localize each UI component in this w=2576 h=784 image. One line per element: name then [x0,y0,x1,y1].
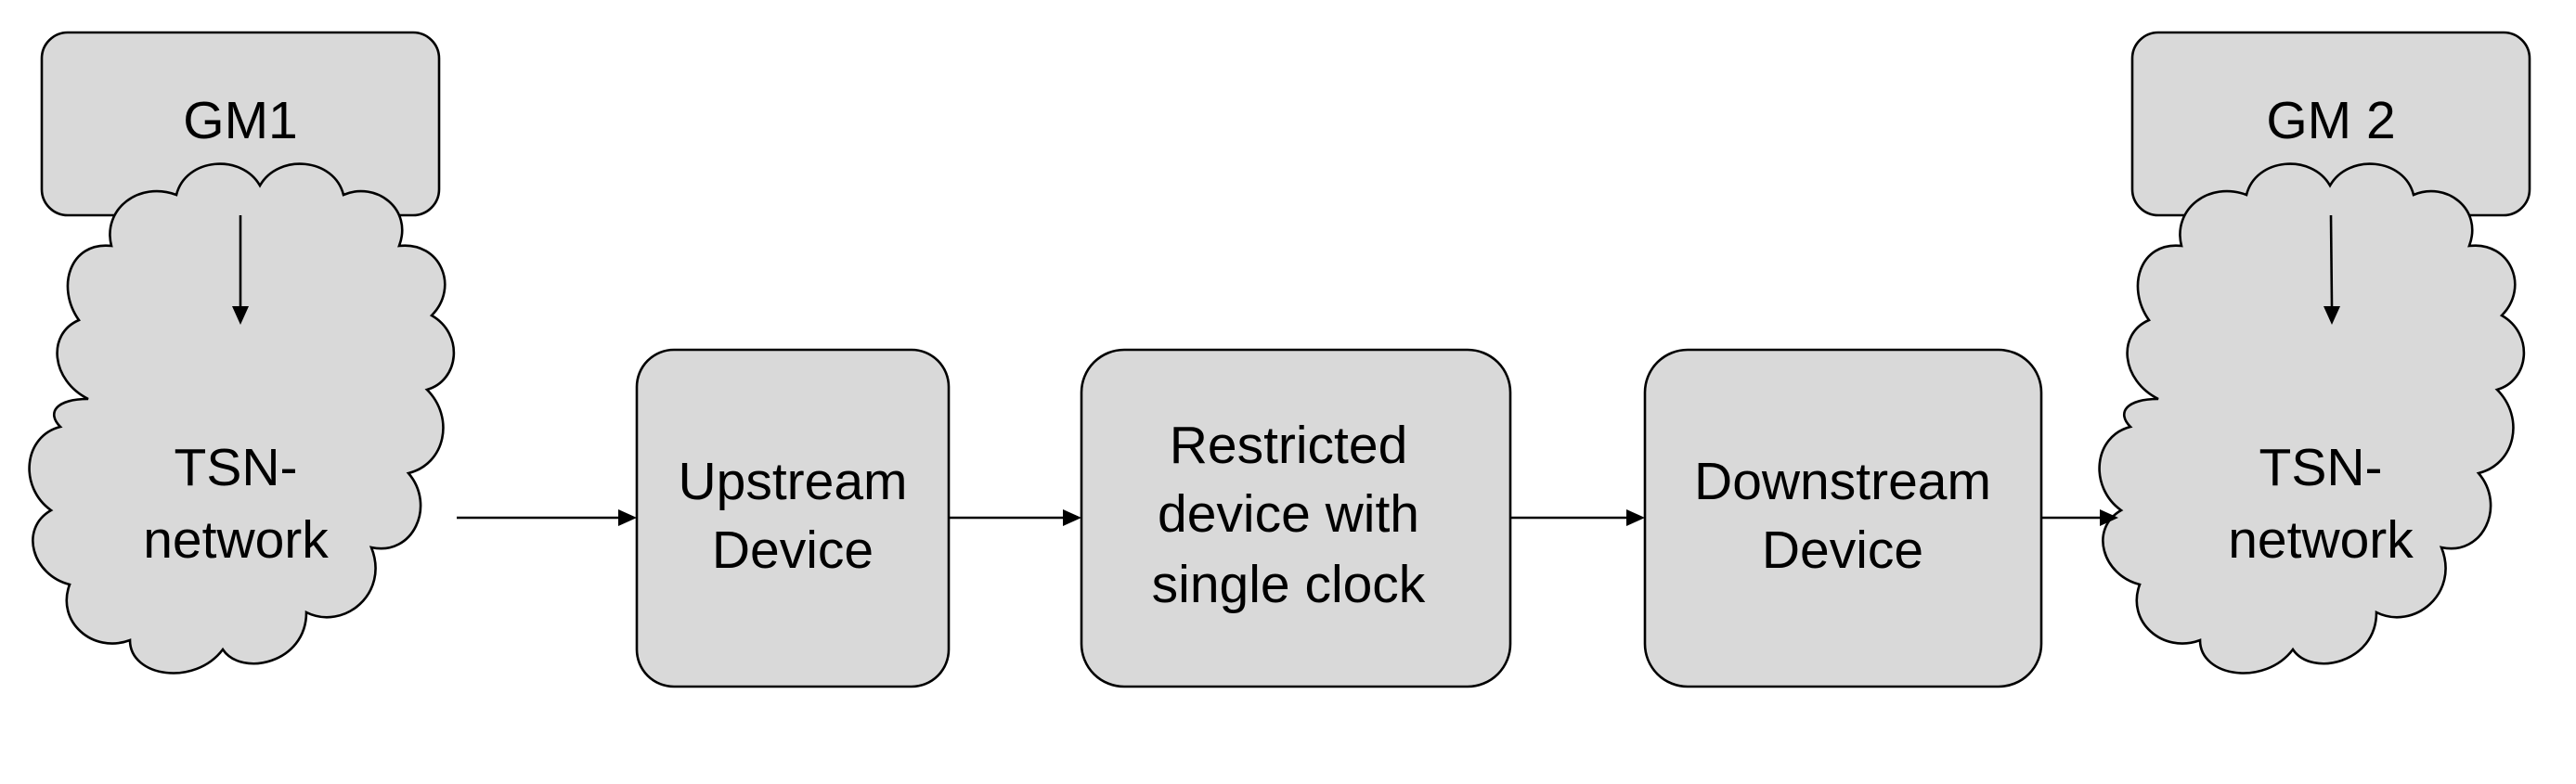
tsn-right-line-1: TSN- [2259,438,2383,497]
upstream-line-2: Device [712,521,874,580]
gm2-label: GM 2 [2266,91,2395,150]
arrow-gm1-to-tsn-left [232,215,249,325]
arrow-tsn-left-to-upstream [457,509,637,526]
restricted-line-1: Restricted [1170,416,1408,475]
tsn-left-line-1: TSN- [175,438,298,497]
upstream-line-1: Upstream [678,452,907,511]
arrow-gm2-to-tsn-right [2324,214,2340,325]
downstream-device-node: Downstream Device [1643,348,2043,688]
arrow-downstream-to-tsn-right [2041,509,2118,526]
arrow-restricted-to-downstream [1510,509,1645,526]
downstream-line-1: Downstream [1694,452,1991,511]
upstream-device-node: Upstream Device [635,348,951,688]
restricted-device-node: Restricted device with single clock [1080,348,1512,688]
restricted-line-3: single clock [1152,555,1426,614]
tsn-network-left-cloud: TSN- network [28,162,456,675]
gm2-node: GM 2 [2130,31,2531,217]
downstream-line-2: Device [1762,521,1923,580]
tsn-right-line-2: network [2228,510,2414,570]
restricted-line-2: device with [1158,484,1419,544]
gm1-node: GM1 [40,31,441,217]
tsn-network-right-cloud: TSN- network [2098,162,2526,675]
gm1-label: GM1 [183,91,298,150]
arrow-upstream-to-restricted [949,509,1081,526]
tsn-left-line-2: network [143,510,329,570]
